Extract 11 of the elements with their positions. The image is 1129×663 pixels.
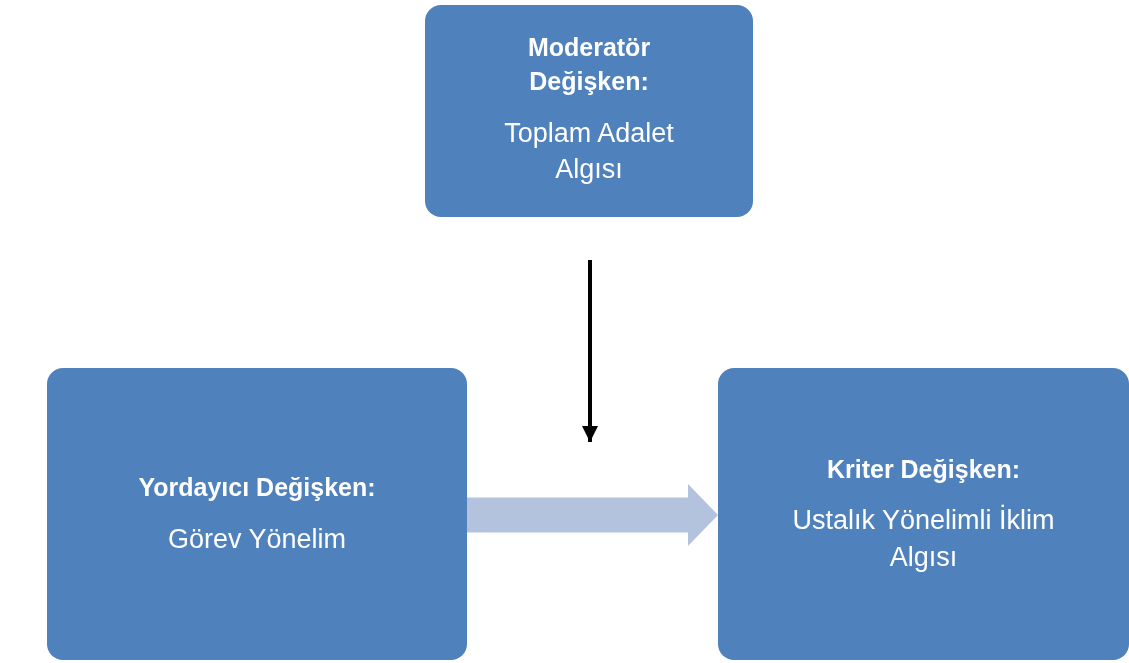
- arrow: [467, 484, 718, 546]
- variable-name: Görev Yönelim: [167, 522, 347, 556]
- arrow: [582, 260, 598, 442]
- variable-type-label: Yordayıcı Değişken:: [138, 471, 376, 503]
- variable-box: [47, 368, 467, 660]
- variable-name: Toplam Adalet Algısı: [503, 116, 675, 186]
- variable-name: Ustalık Yönelimli İklim Algısı: [791, 503, 1056, 574]
- variable-box: [718, 368, 1129, 660]
- variable-type-label: Moderatör Değişken:: [526, 32, 652, 97]
- variable-type-label: Kriter Değişken:: [826, 453, 1021, 485]
- variable-box: [425, 5, 753, 217]
